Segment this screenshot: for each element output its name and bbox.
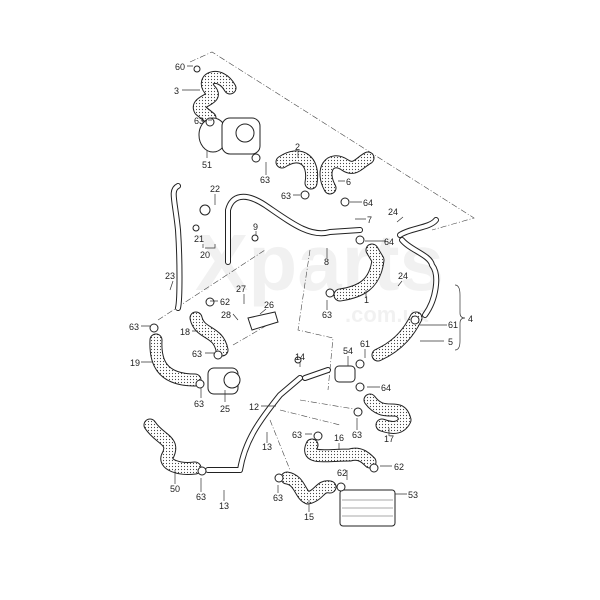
label-64: 64 — [381, 383, 391, 393]
label-63: 63 — [322, 310, 332, 320]
label-4: 4 — [468, 314, 473, 324]
label-62: 62 — [337, 468, 347, 478]
label-64: 64 — [384, 237, 394, 247]
label-17: 17 — [384, 434, 394, 444]
label-63: 63 — [292, 430, 302, 440]
pump-25 — [207, 367, 241, 395]
label-50: 50 — [170, 484, 180, 494]
label-24: 24 — [398, 271, 408, 281]
hoses — [143, 71, 423, 505]
label-51: 51 — [202, 160, 212, 170]
label-27: 27 — [236, 284, 246, 294]
bracket-26 — [247, 311, 279, 331]
label-24: 24 — [388, 207, 398, 217]
thermostat-54 — [334, 365, 356, 383]
label-9: 9 — [253, 222, 258, 232]
label-63: 63 — [192, 349, 202, 359]
label-12: 12 — [249, 402, 259, 412]
label-13: 13 — [219, 501, 229, 511]
label-6: 6 — [346, 177, 351, 187]
pipes — [170, 183, 440, 473]
label-21: 21 — [194, 234, 204, 244]
label-54: 54 — [343, 346, 353, 356]
label-25: 25 — [220, 404, 230, 414]
label-63: 63 — [352, 430, 362, 440]
label-61: 61 — [448, 320, 458, 330]
label-28: 28 — [221, 310, 231, 320]
label-53: 53 — [408, 490, 418, 500]
label-60: 60 — [175, 62, 185, 72]
label-64: 64 — [363, 198, 373, 208]
label-7: 7 — [367, 215, 372, 225]
label-63: 63 — [273, 493, 283, 503]
label-26: 26 — [264, 300, 274, 310]
label-22: 22 — [210, 184, 220, 194]
label-23: 23 — [165, 271, 175, 281]
label-13: 13 — [262, 442, 272, 452]
dash-guide-lines — [157, 51, 475, 471]
label-63: 63 — [260, 175, 270, 185]
label-14: 14 — [295, 352, 305, 362]
label-63: 63 — [281, 191, 291, 201]
components — [149, 65, 420, 527]
label-16: 16 — [334, 433, 344, 443]
label-3: 3 — [174, 86, 179, 96]
label-63: 63 — [129, 322, 139, 332]
label-63: 63 — [196, 492, 206, 502]
label-8: 8 — [324, 257, 329, 267]
clamps — [149, 65, 420, 492]
label-15: 15 — [304, 512, 314, 522]
label-61: 61 — [360, 339, 370, 349]
label-62: 62 — [394, 462, 404, 472]
label-19: 19 — [130, 358, 140, 368]
leader-lines — [141, 65, 466, 512]
label-5: 5 — [448, 337, 453, 347]
label-2: 2 — [295, 142, 300, 152]
label-63: 63 — [194, 116, 204, 126]
label-18: 18 — [180, 327, 190, 337]
part-labels: 60 3 63 51 2 63 6 63 64 7 22 21 20 9 8 6… — [129, 62, 473, 522]
label-20: 20 — [200, 250, 210, 260]
label-1: 1 — [364, 295, 369, 305]
label-62: 62 — [220, 297, 230, 307]
label-63: 63 — [194, 399, 204, 409]
oil-cooler-53 — [339, 489, 396, 527]
pump-51 — [198, 117, 261, 155]
